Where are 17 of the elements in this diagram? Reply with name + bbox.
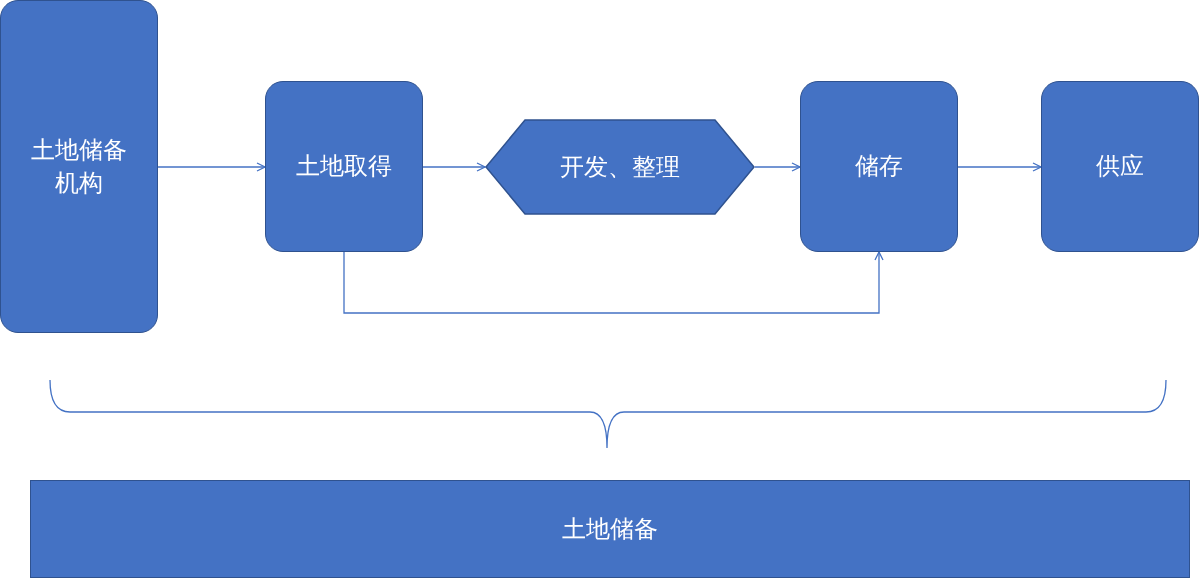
- process-box: [265, 81, 423, 252]
- node-label: 土地储备: [562, 513, 658, 545]
- process-hexagon: [485, 119, 755, 215]
- process-box: [0, 0, 158, 333]
- arrow: [157, 162, 266, 172]
- arrow: [957, 162, 1042, 172]
- process-box: [800, 81, 958, 252]
- node-label: 土地取得: [296, 151, 392, 183]
- process-box: [1041, 81, 1199, 252]
- arrow: [343, 251, 884, 314]
- node-label: 供应: [1096, 151, 1144, 183]
- node-label: 土地储备机构: [30, 135, 128, 199]
- arrow: [754, 162, 801, 172]
- arrow: [422, 162, 486, 172]
- process-box: [30, 480, 1190, 578]
- node-label: 开发、整理: [560, 151, 680, 183]
- node-label: 储存: [855, 151, 903, 183]
